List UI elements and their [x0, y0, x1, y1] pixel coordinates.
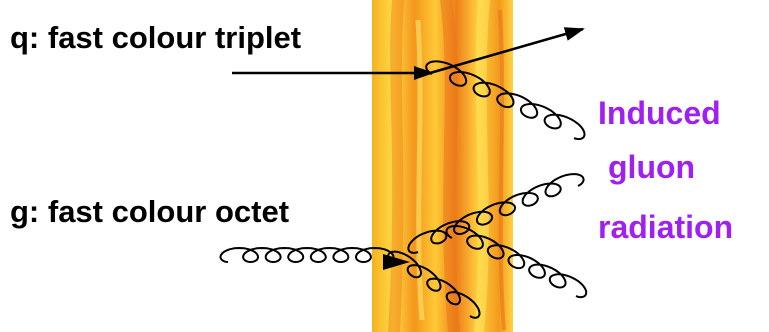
induced-radiation-caption: Induced gluon radiation [598, 86, 733, 254]
gluon-label: g: fast colour octet [10, 194, 289, 230]
caption-line-2: gluon [598, 140, 733, 194]
quark-label: q: fast colour triplet [10, 20, 301, 56]
incoming-gluon [221, 248, 394, 262]
caption-line-3: radiation [598, 200, 733, 254]
medium-slab [372, 0, 513, 332]
caption-line-1: Induced [598, 86, 733, 140]
